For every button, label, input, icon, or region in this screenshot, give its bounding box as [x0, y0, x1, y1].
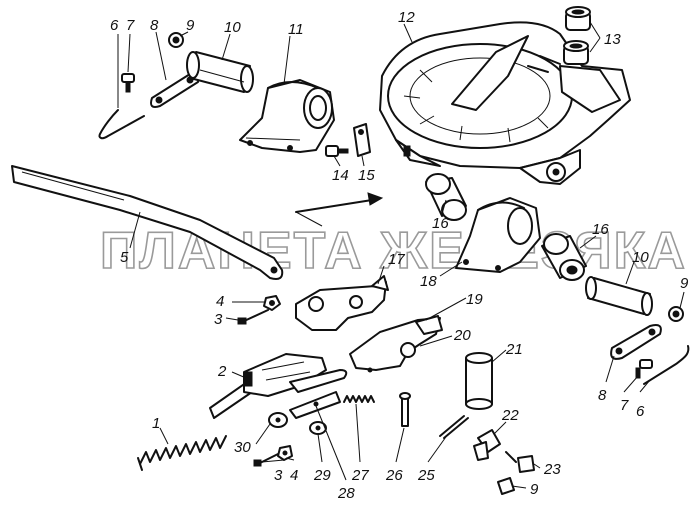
callout-4-lower: 4 [290, 467, 298, 484]
part-9-plug-bottom [497, 477, 515, 495]
callout-27: 27 [351, 467, 369, 484]
callout-9-top: 9 [186, 17, 195, 34]
part-23-fitting [505, 451, 535, 473]
callout-3-upper: 3 [214, 311, 223, 328]
callout-13: 13 [604, 31, 621, 48]
part-10-pin-right [585, 276, 653, 316]
callout-14: 14 [332, 167, 349, 184]
callout-30: 30 [234, 439, 251, 456]
callout-20: 20 [453, 327, 471, 344]
callout-6-top: 6 [110, 17, 119, 34]
part-16-bushing-right [541, 233, 587, 281]
callout-10-right: 10 [632, 249, 649, 266]
part-14-bolt [325, 145, 349, 157]
part-26-pin [399, 392, 411, 427]
callout-23: 23 [543, 461, 561, 478]
part-18-support-lower [455, 197, 541, 273]
part-1-spring [137, 435, 227, 471]
callout-4-upper: 4 [216, 293, 224, 310]
callout-12: 12 [398, 9, 415, 26]
part-7-screw-right [635, 359, 653, 379]
part-17-jaw-upper [295, 275, 389, 331]
part-20-jaw-lower [349, 315, 443, 373]
part-10-pin-top [186, 51, 254, 93]
callout-2: 2 [217, 363, 227, 380]
part-9-nut-right [668, 306, 684, 322]
callout-7-top: 7 [126, 17, 135, 34]
callout-9-right: 9 [680, 275, 689, 292]
part-28-latch-plate [289, 391, 341, 419]
leader-lines [117, 21, 685, 489]
part-22-elbow-fitting [473, 429, 501, 461]
callout-25: 25 [417, 467, 435, 484]
part-3-bolt-upper [237, 309, 269, 325]
part-6-spring-wire-right [643, 345, 690, 385]
part-16-bushing-left [425, 173, 467, 221]
callout-3-lower: 3 [274, 467, 283, 484]
part-27-small-spring [343, 395, 375, 403]
direction-arrow [295, 192, 384, 227]
part-9-nut-top [168, 32, 184, 48]
part-21-shaft [465, 352, 493, 410]
callout-16-left: 16 [432, 215, 449, 232]
callout-17: 17 [388, 251, 405, 268]
part-12-saddle-plate [379, 21, 631, 185]
callout-22: 22 [501, 407, 519, 424]
part-3-bolt-lower [253, 453, 279, 467]
callout-26: 26 [385, 467, 403, 484]
part-7-screw [121, 73, 135, 93]
callout-15: 15 [358, 167, 375, 184]
callout-11: 11 [288, 21, 304, 38]
callout-28: 28 [337, 485, 355, 502]
callout-21: 21 [505, 341, 523, 358]
part-6-spring-wire [98, 109, 145, 140]
part-30-washer [268, 412, 288, 428]
callout-5: 5 [120, 249, 129, 266]
part-13-bushings [563, 6, 591, 65]
part-25-cotter-pin [439, 415, 469, 439]
callout-8-top: 8 [150, 17, 159, 34]
callout-7-right: 7 [620, 397, 629, 414]
callout-9-bottom: 9 [530, 481, 539, 498]
callout-8-right: 8 [598, 387, 607, 404]
part-11-support-bracket [239, 79, 335, 153]
part-5-long-lever [11, 165, 284, 280]
callout-6-right: 6 [636, 403, 645, 420]
callout-16-right: 16 [592, 221, 609, 238]
callout-10-top: 10 [224, 19, 241, 36]
part-8-link-plate-right [610, 324, 662, 360]
part-4-nut-lower [277, 445, 293, 461]
callout-19: 19 [466, 291, 483, 308]
part-4-nut-upper [263, 295, 281, 311]
callout-29: 29 [313, 467, 331, 484]
callout-18: 18 [420, 273, 437, 290]
part-2-lever-housing [209, 353, 348, 419]
callout-1: 1 [152, 415, 160, 432]
part-15-lock-tab [353, 123, 371, 157]
callout-numbers: 6 7 8 9 10 11 12 13 14 15 5 16 16 17 18 … [110, 9, 689, 502]
